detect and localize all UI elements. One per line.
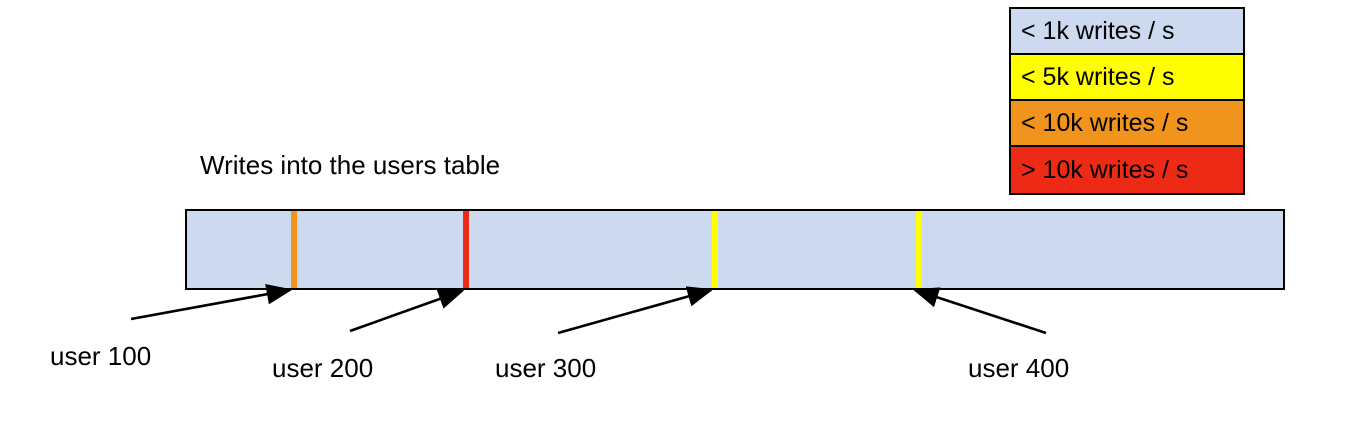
legend-row-2: < 10k writes / s <box>1011 101 1243 147</box>
users-table-bar <box>185 209 1285 290</box>
user-200-label: user 200 <box>272 353 374 383</box>
legend-label-1: < 5k writes / s <box>1021 62 1175 91</box>
legend-row-1: < 5k writes / s <box>1011 55 1243 101</box>
user-400-stripe <box>916 211 922 288</box>
legend-label-3: > 10k writes / s <box>1021 155 1189 184</box>
legend-row-3: > 10k writes / s <box>1011 147 1243 193</box>
legend-row-0: < 1k writes / s <box>1011 9 1243 55</box>
user-100-stripe <box>291 211 297 288</box>
user-100-label: user 100 <box>50 341 152 371</box>
arrow-user-400 <box>912 287 1047 335</box>
arrow-user-100 <box>130 283 293 321</box>
user-400-label: user 400 <box>968 353 1070 383</box>
legend-label-2: < 10k writes / s <box>1021 108 1189 137</box>
arrow-user-300 <box>557 286 714 335</box>
user-200-stripe <box>463 211 469 288</box>
user-300-label: user 300 <box>495 353 597 383</box>
arrow-user-200 <box>349 289 465 333</box>
user-300-stripe <box>712 211 718 288</box>
legend: < 1k writes / s < 5k writes / s < 10k wr… <box>1009 7 1245 195</box>
legend-label-0: < 1k writes / s <box>1021 16 1175 45</box>
chart-title: Writes into the users table <box>200 150 501 180</box>
